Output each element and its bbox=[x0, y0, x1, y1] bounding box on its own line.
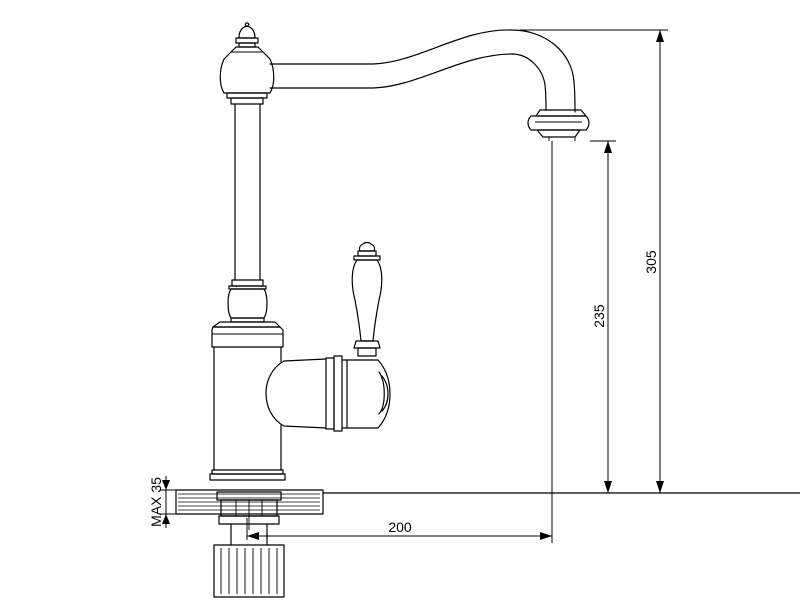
dimension-200-label: 200 bbox=[388, 519, 412, 535]
faucet-body bbox=[209, 346, 286, 481]
top-finial bbox=[219, 22, 275, 105]
mounting-shank bbox=[216, 491, 282, 546]
countertop-section bbox=[175, 489, 800, 515]
dimension-overall-height: 305 bbox=[520, 29, 668, 493]
dimension-spout-reach: 200 bbox=[246, 141, 553, 543]
dimension-305-label: 305 bbox=[643, 250, 659, 274]
lever-housing bbox=[265, 355, 391, 432]
mounting-nut bbox=[213, 544, 285, 598]
dimension-235-label: 235 bbox=[591, 304, 607, 328]
spout bbox=[269, 29, 590, 141]
faucet-column bbox=[211, 103, 284, 348]
dimension-max35-label: MAX 35 bbox=[148, 477, 164, 527]
dimension-spout-height: 235 bbox=[590, 140, 616, 493]
lever-handle[interactable] bbox=[351, 241, 383, 357]
dimension-max-counter: MAX 35 bbox=[148, 476, 176, 528]
